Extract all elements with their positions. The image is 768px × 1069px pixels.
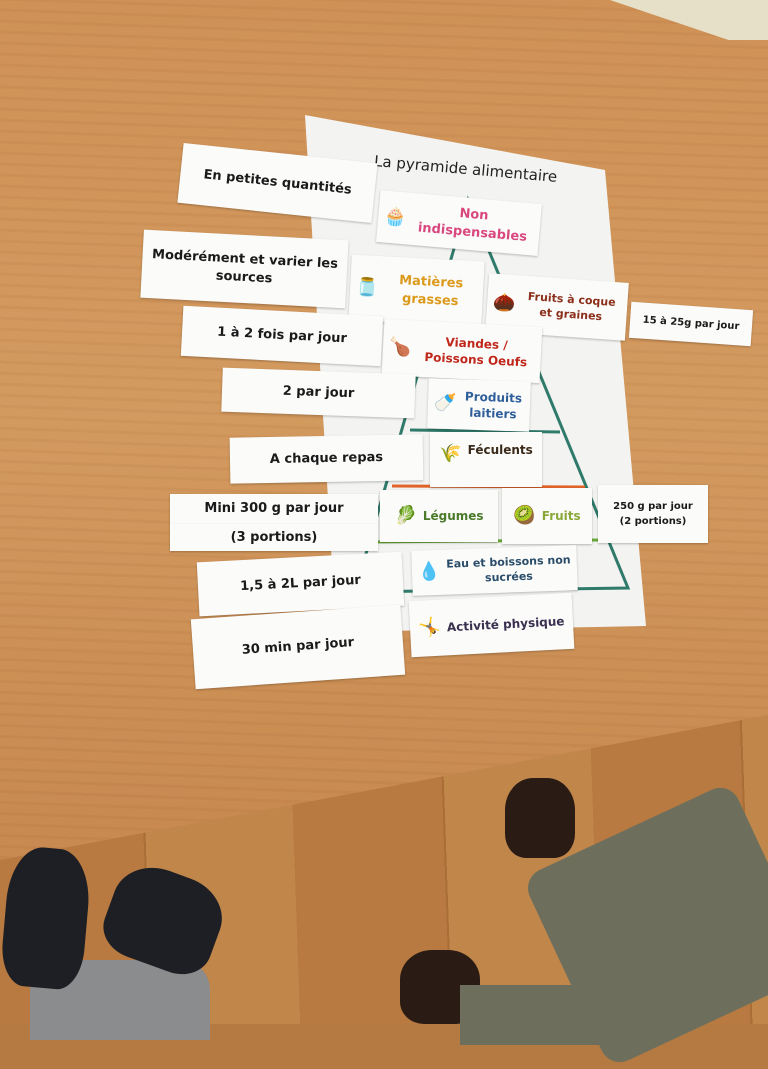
food-group-card[interactable]: 🥝 Fruits	[502, 488, 592, 544]
wheat-icon: 🌾	[439, 443, 462, 464]
food-group-card[interactable]: 🥬 Légumes	[380, 490, 498, 542]
food-group-label: Produits laitiers	[464, 389, 523, 422]
frequency-label: Mini 300 g par jour	[204, 501, 344, 517]
food-group-label: Viandes / Poissons Oeufs	[424, 334, 528, 370]
food-group-card[interactable]: 🤸Activité physique	[408, 592, 575, 658]
oil-bottle-icon: 🫙	[355, 276, 380, 299]
frequency-card[interactable]: (3 portions)	[170, 524, 378, 551]
frequency-card[interactable]: 2 par jour	[221, 367, 416, 419]
food-group-card[interactable]: 🍼 Produits laitiers	[427, 378, 531, 432]
lettuce-icon: 🥬	[394, 504, 417, 526]
milk-bottle-icon: 🍼	[433, 392, 457, 415]
food-group-label: Légumes	[422, 508, 484, 523]
right-person-pants	[460, 985, 660, 1045]
frequency-label: 1 à 2 fois par jour	[216, 324, 348, 347]
frequency-label: Modérément et varier les sources	[151, 247, 339, 287]
dancer-icon: 🤸	[417, 616, 442, 639]
food-group-label: Matières grasses	[398, 273, 464, 310]
food-group-label: Fruits à coque et graines	[527, 290, 617, 324]
food-group-label: Fruits	[541, 508, 581, 523]
frequency-label: 30 min par jour	[241, 635, 355, 659]
frequency-label: (3 portions)	[230, 529, 318, 545]
frequency-label: 2 par jour	[282, 383, 355, 402]
dark-shoe	[505, 778, 575, 858]
food-group-label: Activité physique	[446, 614, 565, 635]
nuts-icon: 🌰	[492, 291, 517, 314]
drumstick-icon: 🍗	[388, 336, 413, 359]
frequency-card[interactable]: 30 min par jour	[190, 604, 406, 690]
frequency-label: A chaque repas	[269, 450, 384, 468]
frequency-label: 15 à 25g par jour	[642, 314, 740, 333]
frequency-card[interactable]: 250 g par jour (2 portions)	[598, 485, 708, 543]
frequency-card[interactable]: A chaque repas	[229, 434, 424, 484]
food-group-card[interactable]: 💧Eau et boissons non sucrées	[411, 545, 578, 596]
frequency-card[interactable]: 1 à 2 fois par jour	[180, 305, 384, 367]
food-group-label: Non indispensables	[417, 206, 528, 245]
muffin-icon: 🧁	[383, 205, 408, 229]
food-group-label: Féculents	[467, 443, 533, 457]
food-group-card[interactable]: 🌾 Féculents	[430, 432, 542, 487]
food-group-label: Eau et boissons non sucrées	[445, 552, 571, 584]
frequency-label: En petites quantités	[202, 167, 353, 198]
water-drop-icon: 💧	[417, 561, 441, 584]
frequency-label: 1,5 à 2L par jour	[239, 573, 362, 595]
frequency-card[interactable]: Mini 300 g par jour	[170, 494, 378, 524]
frequency-label: (2 portions)	[619, 516, 687, 527]
frequency-label: 250 g par jour	[613, 500, 693, 512]
frequency-card[interactable]: Modérément et varier les sources	[140, 229, 349, 309]
kiwi-icon: 🥝	[513, 504, 536, 526]
